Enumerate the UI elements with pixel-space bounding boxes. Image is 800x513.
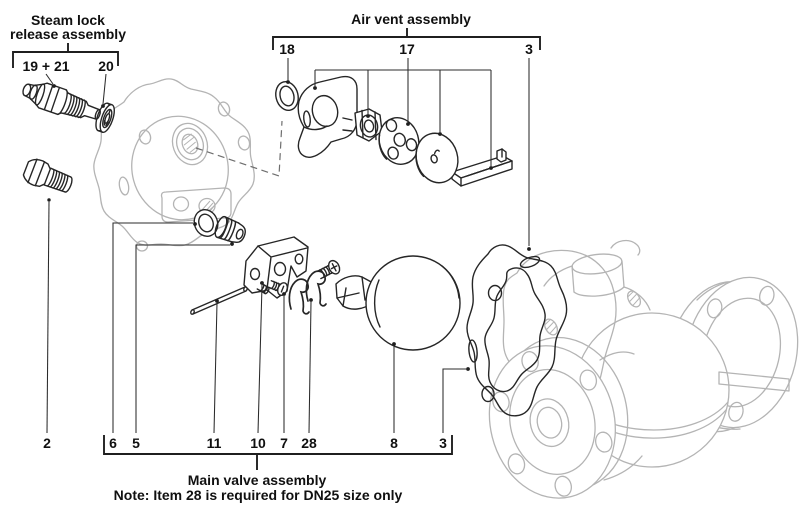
gasket-hole-upper bbox=[487, 284, 503, 302]
air-vent-hex-seat-drawing bbox=[342, 108, 383, 142]
body-rib bbox=[718, 371, 790, 392]
steam-lock-bracket bbox=[12, 43, 119, 68]
part-number-10: 10 bbox=[250, 435, 266, 451]
steam-lock-title-line2: release assembly bbox=[10, 26, 126, 42]
main-valve-callout: Main valve assembly Note: Item 28 is req… bbox=[43, 198, 470, 503]
leader-10 bbox=[257, 284, 263, 434]
part-number-3-bottom: 3 bbox=[439, 435, 447, 451]
part-number-7: 7 bbox=[280, 435, 288, 451]
air-vent-clamp-drawing bbox=[297, 75, 358, 158]
air-vent-callout: Air vent assembly 18 17 3 bbox=[272, 11, 541, 251]
part-number-20: 20 bbox=[98, 58, 114, 74]
ball-float-drawing bbox=[365, 255, 461, 351]
body-front-pipe-bottom bbox=[603, 455, 643, 481]
part-number-5: 5 bbox=[132, 435, 140, 451]
disc-20-drawing bbox=[95, 102, 115, 133]
main-valve-title: Main valve assembly bbox=[188, 472, 327, 488]
part-number-8: 8 bbox=[390, 435, 398, 451]
leader-11 bbox=[213, 302, 218, 434]
body-top-boss bbox=[543, 239, 651, 311]
leader-3-bottom bbox=[442, 368, 466, 433]
screw-drawing bbox=[267, 280, 289, 297]
gasket-drawing bbox=[466, 244, 568, 417]
body-threaded-hole-right bbox=[626, 290, 642, 308]
washer-drawing bbox=[193, 209, 219, 237]
air-vent-clip-bar-drawing bbox=[451, 148, 513, 187]
leader-20 bbox=[102, 73, 107, 105]
trap-body-drawing bbox=[488, 239, 799, 499]
air-vent-capsule-drawing bbox=[415, 132, 459, 184]
spring-clips-drawing bbox=[288, 270, 327, 315]
valve-seat-drawing bbox=[214, 215, 246, 243]
part-number-3-top: 3 bbox=[525, 41, 533, 57]
screw-phillips-drawing bbox=[316, 259, 341, 280]
cover-center-boss bbox=[171, 122, 209, 166]
part-number-19-21: 19 + 21 bbox=[22, 58, 69, 74]
leader-6 bbox=[112, 222, 193, 433]
body-front-flange bbox=[488, 336, 629, 499]
main-valve-bracket bbox=[103, 435, 453, 470]
air-vent-position-dashed-line bbox=[195, 120, 283, 177]
body-right-pipe-top bbox=[696, 281, 729, 301]
leader-2 bbox=[46, 201, 50, 434]
leader-19-21 bbox=[45, 73, 54, 85]
part-number-17: 17 bbox=[399, 41, 415, 57]
leader-28 bbox=[308, 301, 312, 434]
gasket-slot-top bbox=[519, 255, 541, 269]
hex-bolt-drawing bbox=[22, 158, 73, 193]
part-number-2: 2 bbox=[43, 435, 51, 451]
steam-lock-title-line1: Steam lock bbox=[31, 12, 105, 28]
gasket-slot-left bbox=[468, 339, 478, 363]
pin-drawing bbox=[190, 286, 248, 315]
air-vent-perforated-disc-drawing bbox=[378, 117, 420, 165]
leader-17-fork bbox=[313, 58, 493, 170]
cover-casting-drawing bbox=[93, 78, 283, 252]
part-number-28: 28 bbox=[301, 435, 317, 451]
air-vent-title: Air vent assembly bbox=[351, 11, 471, 27]
air-vent-o-ring-inner bbox=[279, 85, 295, 107]
air-vent-bracket bbox=[272, 28, 541, 50]
body-threaded-hole-left bbox=[543, 318, 559, 336]
part-number-18: 18 bbox=[279, 41, 295, 57]
leader-5 bbox=[135, 244, 230, 433]
air-vent-o-ring-outer bbox=[275, 80, 299, 112]
valve-bracket-drawing bbox=[243, 236, 309, 299]
main-valve-note: Note: Item 28 is required for DN25 size … bbox=[114, 487, 403, 503]
steam-lock-callout: Steam lock release assembly 19 + 21 20 bbox=[10, 12, 126, 108]
gasket-hole-lower bbox=[481, 385, 495, 403]
part-number-6: 6 bbox=[109, 435, 117, 451]
steam-lock-valve-drawing bbox=[22, 82, 101, 120]
part-number-11: 11 bbox=[207, 435, 222, 451]
